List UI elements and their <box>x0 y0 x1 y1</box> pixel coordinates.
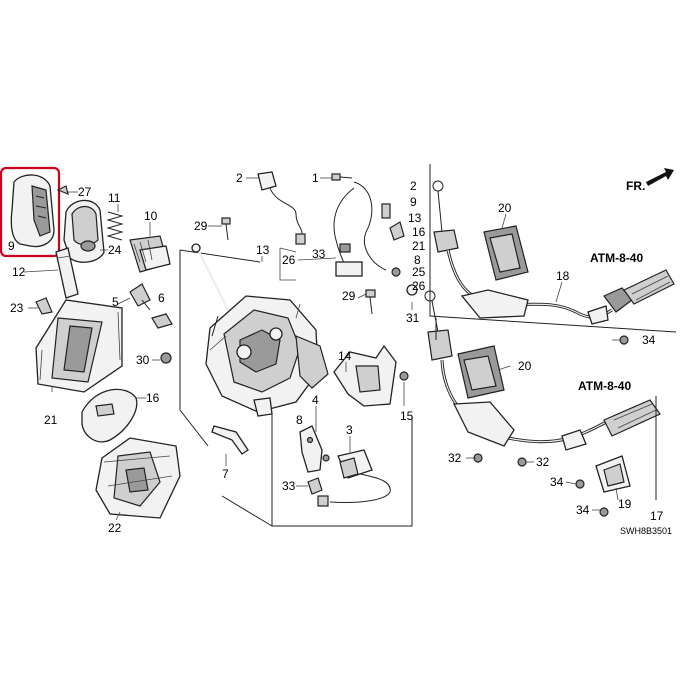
clip-6 <box>151 313 173 329</box>
bracket-19 <box>595 455 631 493</box>
wire-harness-26 <box>333 181 391 277</box>
shift-cable-17 <box>424 290 661 451</box>
callout-8-bracket: 8 <box>296 413 303 427</box>
callout-24: 24 <box>108 243 122 257</box>
bolt-32-right <box>517 457 527 467</box>
callout-16-cover: 16 <box>146 391 160 405</box>
tube-12 <box>55 247 79 299</box>
bolt-1 <box>331 173 353 181</box>
reference-atm-8-40-upper: ATM-8-40 <box>590 251 643 265</box>
callout-29-top: 29 <box>194 219 208 233</box>
callout-labels: 2 1 27 11 10 29 9 24 13 33 26 12 29 5 6 … <box>8 171 672 536</box>
bracket-8 <box>299 425 330 473</box>
nut-25 <box>391 267 401 277</box>
callout-20-lower: 20 <box>518 359 532 373</box>
lever-7 <box>211 425 249 455</box>
callout-5: 5 <box>112 295 119 309</box>
callout-7: 7 <box>222 467 229 481</box>
callout-26-stack: 26 <box>412 279 426 293</box>
bolt-29 <box>221 217 231 241</box>
sensor-2 <box>257 171 306 245</box>
callout-18: 18 <box>556 269 570 283</box>
shift-cable-18 <box>432 180 675 325</box>
clip-8 <box>389 221 405 241</box>
callout-33-lower: 33 <box>282 479 296 493</box>
callout-10: 10 <box>144 209 158 223</box>
bolt-34-upper <box>619 335 629 345</box>
shift-lever-assembly-13 <box>191 243 329 417</box>
clip-5 <box>129 283 151 307</box>
nut-30 <box>160 352 172 364</box>
clip-23 <box>35 297 53 315</box>
shift-knob-24 <box>63 199 105 263</box>
callout-19: 19 <box>618 497 632 511</box>
selection-highlight <box>0 166 61 258</box>
bolt-34-lower <box>599 507 609 517</box>
callout-27: 27 <box>78 185 92 199</box>
callout-34-middle: 34 <box>550 475 564 489</box>
callout-8-stack: 8 <box>414 253 421 267</box>
callout-15: 15 <box>400 409 414 423</box>
callout-9-stack: 9 <box>410 195 417 209</box>
callout-2: 2 <box>236 171 243 185</box>
callout-21-panel: 21 <box>44 413 58 427</box>
callout-31: 31 <box>406 311 420 325</box>
clip-27 <box>56 185 69 195</box>
callout-13-stack: 13 <box>408 211 422 225</box>
reference-atm-8-40-lower: ATM-8-40 <box>578 379 631 393</box>
cable-frame-lines <box>429 164 677 500</box>
bracket-22 <box>95 437 181 519</box>
shift-knob-part-9[interactable] <box>0 166 61 258</box>
callout-11: 11 <box>108 191 121 205</box>
callout-2-stack: 2 <box>410 179 417 193</box>
spring-11 <box>106 211 124 241</box>
callout-1: 1 <box>312 171 319 185</box>
harness-bracket <box>279 247 297 281</box>
callout-34-lower: 34 <box>576 503 590 517</box>
callout-16-stack: 16 <box>412 225 426 239</box>
solenoid-3 <box>317 449 391 507</box>
callout-20-upper: 20 <box>498 201 512 215</box>
leader-lines <box>23 177 620 521</box>
callout-26-upper: 26 <box>282 253 296 267</box>
callout-9-highlighted: 9 <box>8 239 15 253</box>
callout-32-left: 32 <box>448 451 462 465</box>
front-direction-label: FR. <box>626 179 645 193</box>
callout-14: 14 <box>338 349 352 363</box>
callout-23: 23 <box>10 301 24 315</box>
callout-22: 22 <box>108 521 122 535</box>
callout-21-stack: 21 <box>412 239 426 253</box>
callout-4: 4 <box>312 393 319 407</box>
drawing-code: SWH8B3501 <box>620 526 672 536</box>
console-panel-21 <box>35 299 123 393</box>
lower-frame <box>221 414 413 527</box>
bracket-14 <box>333 344 409 407</box>
callout-6: 6 <box>158 291 165 305</box>
callout-25: 25 <box>412 265 426 279</box>
callout-12: 12 <box>12 265 26 279</box>
cover-16 <box>81 388 138 443</box>
callout-32-right: 32 <box>536 455 550 469</box>
callout-13-assembly: 13 <box>256 243 270 257</box>
button-10 <box>129 235 171 273</box>
bolt-34-middle <box>575 479 585 489</box>
clip-33 <box>307 477 323 495</box>
callout-3: 3 <box>346 423 353 437</box>
front-direction-arrow <box>646 168 674 186</box>
callout-29-middle: 29 <box>342 289 356 303</box>
callout-17: 17 <box>650 509 664 523</box>
bolt-29-middle <box>365 289 376 315</box>
callout-34-upper: 34 <box>642 333 656 347</box>
callout-30: 30 <box>136 353 150 367</box>
lever-bracket-frame <box>179 249 261 447</box>
nut-31 <box>406 284 418 296</box>
callout-33-upper: 33 <box>312 247 326 261</box>
